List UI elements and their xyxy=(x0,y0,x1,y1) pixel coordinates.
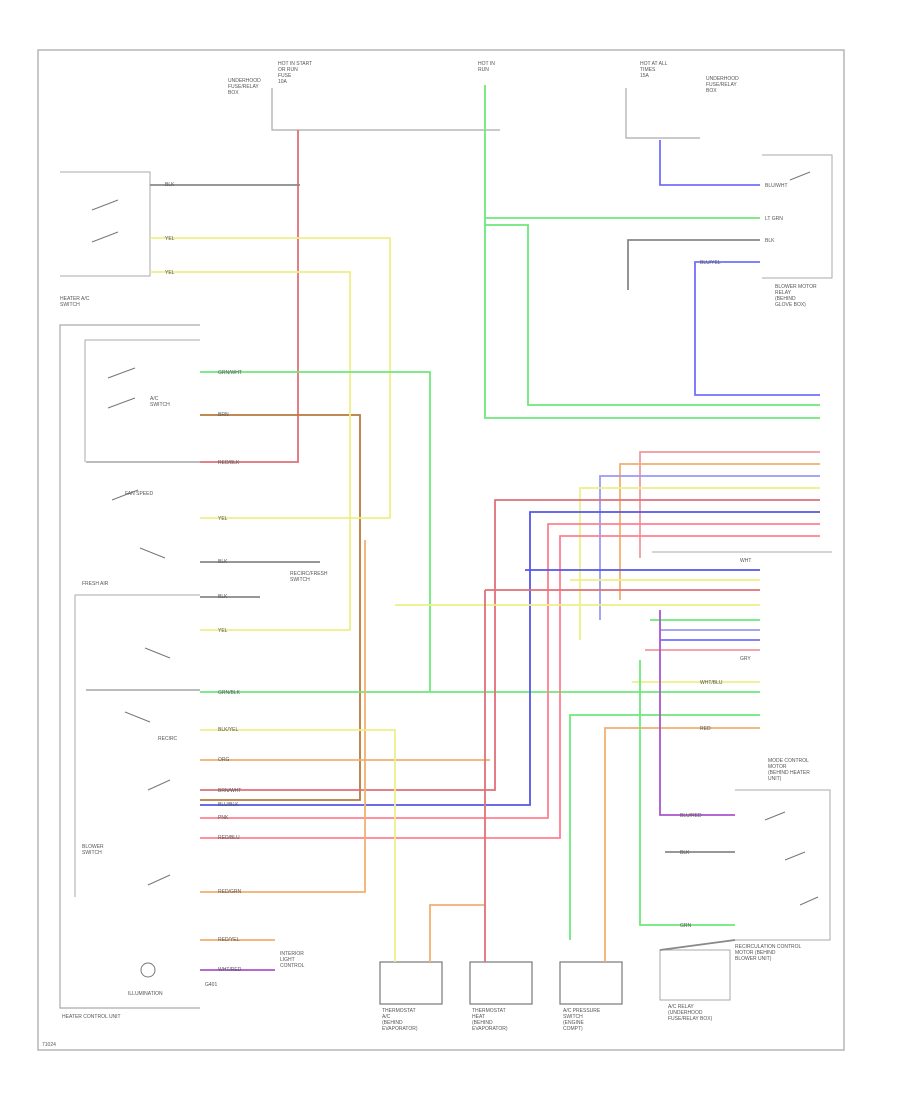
wire-bundle-4 xyxy=(579,487,820,640)
wire-label-blu-red: BLU/RED xyxy=(680,813,702,819)
wire-label-grn-wht: GRN/WHT xyxy=(218,370,242,376)
hcu-box xyxy=(59,324,200,1009)
wire-label-blk-lower: BLK xyxy=(680,850,690,856)
wire-label-blk-yel: BLK/YEL xyxy=(218,727,239,733)
wire-label-pnk: PNK xyxy=(218,815,229,821)
switch-box-top xyxy=(60,171,151,277)
wire-green-main xyxy=(484,85,820,419)
wire-label-red-blu: RED/BLU xyxy=(218,835,240,841)
wire-black-relay xyxy=(627,239,760,290)
wire-bundle-2 xyxy=(619,463,820,600)
wire-label-org: ORG xyxy=(218,757,230,763)
wire-green-d xyxy=(200,371,431,693)
wire-label-wht-blu: WHT/BLU xyxy=(700,680,723,686)
wire-violet xyxy=(659,610,735,816)
wire-bundle-5 xyxy=(200,499,820,791)
wire-label-lt-grn: LT GRN xyxy=(765,216,783,222)
wire-label-yel-d: YEL xyxy=(218,628,228,634)
wire-brown xyxy=(200,414,361,801)
wire-label-brn: BRN xyxy=(218,412,229,418)
wire-label-blk-top: BLK xyxy=(165,182,175,188)
mode-motor-box xyxy=(735,789,831,941)
wire-label-grn-bottom: GRN xyxy=(680,923,692,929)
wire-label-wht-red: WHT/RED xyxy=(218,967,242,973)
label-illumination: ILLUMINATION xyxy=(128,991,163,997)
actuator-a xyxy=(379,961,443,1005)
wire-label-brn-wht: BRN/WHT xyxy=(218,788,241,794)
wire-bundle-8 xyxy=(200,535,820,839)
label-heater-control-unit: HEATER CONTROL UNIT xyxy=(62,1014,121,1020)
wire-label-blu-blk: BLU/BLK xyxy=(218,802,239,808)
wire-label-red-blk: RED/BLK xyxy=(218,460,240,466)
wire-bundle-6 xyxy=(200,511,820,806)
wire-label-red-right: RED xyxy=(700,726,711,732)
fuse-bracket-right xyxy=(625,88,700,139)
label-fresh-air: FRESH AIR xyxy=(82,581,109,587)
wire-bundle-3 xyxy=(599,475,820,620)
blower-relay-box xyxy=(762,154,833,279)
fan-box xyxy=(74,594,200,897)
wire-label-blk-relay: BLK xyxy=(765,238,775,244)
wire-label-blk-mid2: BLK xyxy=(218,594,228,600)
wire-label-red-grn: RED/GRN xyxy=(218,889,241,895)
wire-label-red-yel: RED/YEL xyxy=(218,937,240,943)
wire-label-blk-mid: BLK xyxy=(218,559,228,565)
wire-label-blu-yel: BLU/YEL xyxy=(700,260,721,266)
wire-label-yel-b: YEL xyxy=(165,270,175,276)
wire-orange-d xyxy=(604,727,760,962)
actuator-b xyxy=(469,961,533,1005)
wire-label-yel-c: YEL xyxy=(218,516,228,522)
wire-yellow-b xyxy=(150,271,351,631)
wire-green-bottom xyxy=(639,660,735,926)
wire-yellow-c xyxy=(200,729,396,962)
wire-yellow-a xyxy=(150,237,391,519)
wire-bundle-7 xyxy=(200,523,820,819)
actuator-c xyxy=(559,961,623,1005)
wire-blue-b xyxy=(694,261,820,396)
label-recirc: RECIRC xyxy=(158,736,178,742)
figure-id: 71024 xyxy=(42,1042,56,1048)
wire-orange-c xyxy=(429,904,485,962)
wire-label-grn-blk: GRN/BLK xyxy=(218,690,241,696)
wire-blue-top xyxy=(659,140,760,186)
label-fan-speed: FAN SPEED xyxy=(125,491,153,497)
fuse-bracket-left xyxy=(271,88,500,131)
hcu-inner xyxy=(84,339,200,462)
wire-label-yel-a: YEL xyxy=(165,236,175,242)
wire-label-gry: GRY xyxy=(740,656,751,662)
wire-orange-b xyxy=(200,540,366,893)
wire-label-blu-wht: BLU/WHT xyxy=(765,183,788,189)
wires xyxy=(150,85,820,971)
wire-black-lower4 xyxy=(659,939,736,951)
switch-symbols xyxy=(86,171,819,978)
wire-red-main xyxy=(200,130,299,463)
wire-label-wht: WHT xyxy=(740,558,751,564)
wire-green-f xyxy=(569,714,760,940)
ground-label: G401 xyxy=(205,982,217,988)
wire-green-c xyxy=(485,224,820,406)
wire-bundle-1 xyxy=(639,451,820,558)
diagram-frame xyxy=(37,49,845,1051)
relay-bottom-right xyxy=(659,949,731,1001)
